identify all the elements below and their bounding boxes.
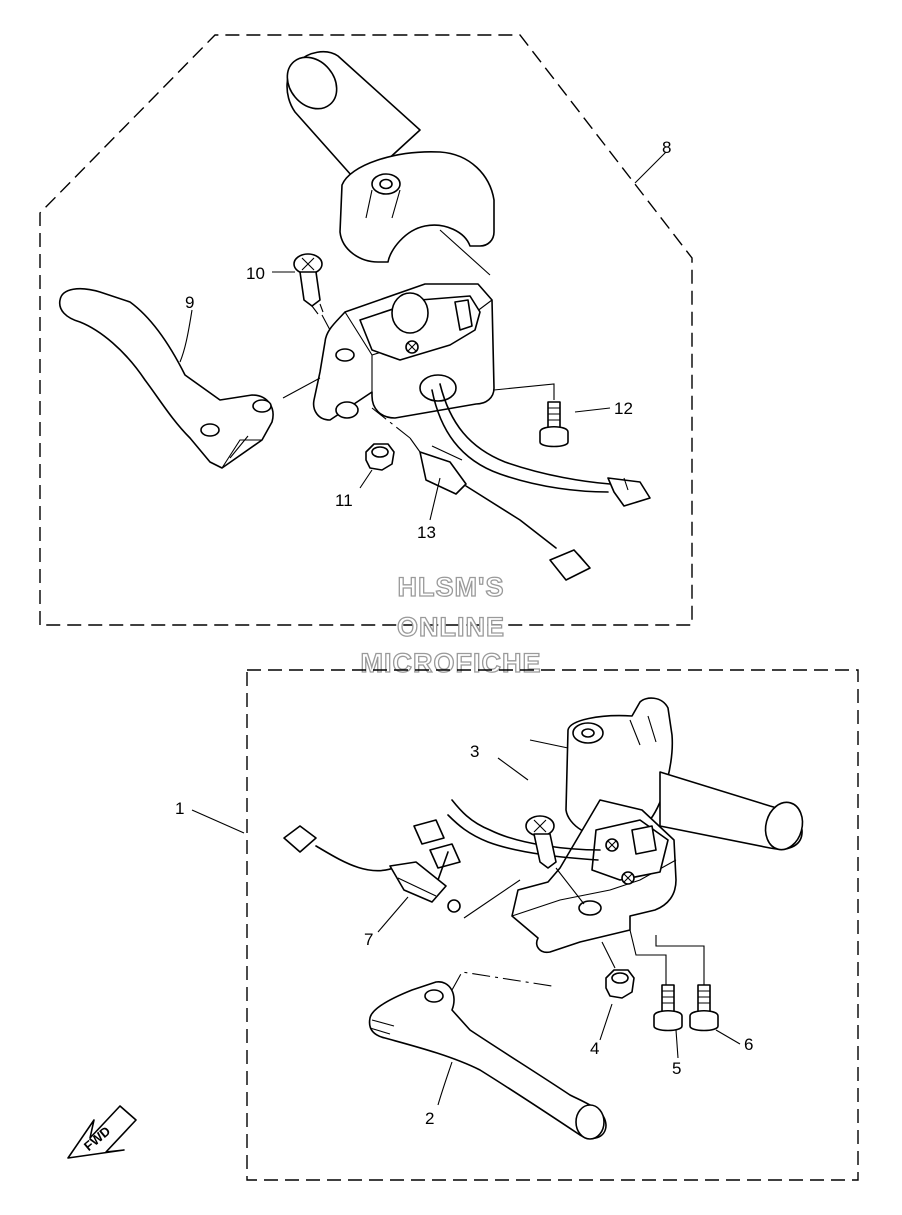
lower-bolt-leaders (629, 929, 705, 985)
watermark: HLSM'S ONLINE MICROFICHE (360, 571, 542, 678)
switch-cable-lower (413, 799, 601, 881)
callout-2: 2 (425, 1109, 434, 1128)
bolt-12 (493, 383, 569, 448)
watermark-line-3: MICROFICHE (361, 648, 542, 678)
lever-lower (368, 971, 607, 1140)
callout-8: 8 (662, 138, 671, 157)
watermark-line-2: ONLINE (397, 612, 505, 642)
handlebar-clamp-lower (529, 697, 674, 837)
switch-cable-upper (431, 383, 651, 507)
pivot-screw-10 (293, 253, 331, 331)
switch-13 (371, 407, 591, 581)
handlebar-grip-lower (659, 771, 804, 851)
callout-11: 11 (335, 491, 353, 510)
bolt-5 (653, 984, 683, 1032)
nut-11 (365, 443, 395, 471)
callout-6: 6 (744, 1035, 753, 1054)
callout-12: 12 (614, 399, 633, 418)
handlebar-clamp-upper (339, 151, 495, 263)
bolt-6 (689, 984, 719, 1032)
callout-5: 5 (672, 1059, 681, 1078)
callout-9: 9 (185, 293, 194, 312)
callout-13: 13 (417, 523, 436, 542)
lower-assembly-boundary (246, 669, 859, 1181)
callout-4: 4 (590, 1039, 599, 1058)
lever-holder-upper (312, 283, 495, 421)
upper-assembly-boundary (39, 34, 693, 626)
callout-10: 10 (246, 264, 265, 283)
watermark-line-1: HLSM'S (398, 572, 505, 602)
forward-direction-arrow: FWD (67, 1105, 137, 1159)
switch-7 (283, 825, 521, 919)
lever-holder-lower (511, 799, 677, 954)
upper-leader-lines (179, 151, 667, 521)
callout-3: 3 (470, 742, 479, 761)
nut-4 (601, 941, 635, 999)
callout-7: 7 (364, 930, 373, 949)
lever-upper (58, 287, 274, 469)
callout-1: 1 (175, 799, 184, 818)
pivot-screw-3 (525, 815, 585, 905)
lower-leader-lines (191, 757, 741, 1106)
